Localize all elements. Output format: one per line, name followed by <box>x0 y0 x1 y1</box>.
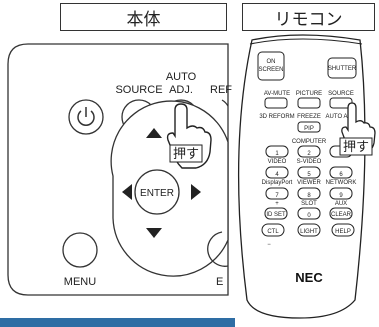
video-label: VIDEO <box>268 159 287 165</box>
main-unit-heading: 本体 <box>60 3 227 31</box>
light-button[interactable]: LIGHT <box>297 223 321 237</box>
key-2-button[interactable]: 2 <box>297 145 321 158</box>
auto-adj-remote-label: AUTO ADJ. <box>326 114 357 120</box>
key-9-button[interactable]: 9 <box>329 187 353 200</box>
clear-label: CLEAR <box>331 212 352 218</box>
plus-label: + <box>275 201 279 207</box>
footer-bar <box>0 318 235 327</box>
slot-label: SLOT <box>301 201 317 207</box>
key-6-label: 6 <box>339 172 343 178</box>
remote-heading-text: リモコン <box>274 9 343 30</box>
source-remote-label: SOURCE <box>328 91 354 97</box>
key-1-button[interactable]: 1 <box>265 145 289 158</box>
main-unit-heading-text: 本体 <box>126 9 161 30</box>
press-callout-remote-text: 押す <box>343 139 369 154</box>
id-set-label: ID SET <box>266 212 286 218</box>
picture-button[interactable] <box>297 97 321 109</box>
menu-label: MENU <box>64 276 96 288</box>
av-mute-label: AV-MUTE <box>264 91 290 97</box>
s-video-label: S-VIDEO <box>297 159 322 165</box>
key-8-button[interactable]: 8 <box>297 187 321 200</box>
arrow-up-icon[interactable] <box>146 128 162 138</box>
key-6-button[interactable]: 6 <box>329 166 353 179</box>
arrow-left-icon[interactable] <box>122 184 132 200</box>
source-label: SOURCE <box>115 84 162 96</box>
key-4-label: 4 <box>275 172 279 178</box>
freeze-label: FREEZE <box>297 114 321 120</box>
shutter-label: SHUTTER <box>328 66 357 72</box>
viewer-label: VIEWER <box>297 180 321 186</box>
minus-label: − <box>267 242 271 248</box>
power-button[interactable] <box>68 99 104 135</box>
key-2-label: 2 <box>307 151 311 157</box>
pip-button[interactable] <box>297 121 321 133</box>
key-7-label: 7 <box>275 193 279 199</box>
key-0-label: 0 <box>307 213 311 219</box>
menu-button[interactable] <box>62 232 98 268</box>
help-button[interactable]: HELP <box>331 223 355 237</box>
computer-label: COMPUTER <box>292 139 327 145</box>
id-set-button[interactable]: ID SET <box>264 207 288 220</box>
press-callout-text: 押す <box>173 146 199 161</box>
displayport-label: DisplayPort <box>262 180 293 186</box>
key-8-label: 8 <box>307 193 311 199</box>
enter-label: ENTER <box>140 188 174 199</box>
reform-label: 3D REFORM <box>259 114 294 120</box>
ctl-button[interactable]: CTL <box>261 223 285 237</box>
on-screen-button[interactable]: ON SCREEN <box>257 51 285 81</box>
clear-button[interactable]: CLEAR <box>329 207 353 220</box>
remote-heading: リモコン <box>242 3 375 31</box>
shutter-button[interactable]: SHUTTER <box>327 57 357 79</box>
key-0-button[interactable]: 0 <box>297 207 321 220</box>
remote-panel: ON SCREEN SHUTTER AV-MUTE PICTURE SOURCE… <box>237 34 376 319</box>
aux-label: AUX <box>335 201 347 207</box>
number-keypad: 123456789 <box>265 145 353 200</box>
brand-logo: NEC <box>295 270 323 285</box>
key-9-label: 9 <box>339 193 343 199</box>
network-label: NETWORK <box>326 180 357 186</box>
press-callout <box>169 144 203 163</box>
light-label: LIGHT <box>300 229 318 235</box>
arrow-down-icon[interactable] <box>146 228 162 238</box>
on-label: ON <box>267 59 276 65</box>
picture-label: PICTURE <box>296 91 322 97</box>
main-unit-panel: SOURCE AUTO ADJ. REF ENTER MENU E <box>7 43 232 296</box>
av-mute-button[interactable] <box>264 97 288 109</box>
key-7-button[interactable]: 7 <box>265 187 289 200</box>
help-label: HELP <box>335 229 351 235</box>
press-callout-remote <box>339 137 373 156</box>
enter-button[interactable]: ENTER <box>134 169 180 215</box>
ctl-label: CTL <box>267 229 279 235</box>
screen-label: SCREEN <box>258 67 283 73</box>
ref-label-partial: REF <box>210 84 232 96</box>
exit-label-partial: E <box>216 276 223 288</box>
auto-label-line1: AUTO <box>166 71 197 83</box>
key-5-button[interactable]: 5 <box>297 166 321 179</box>
arrow-right-icon[interactable] <box>191 184 201 200</box>
navigation-pad: ENTER <box>110 100 229 277</box>
power-icon <box>77 110 95 126</box>
key-1-label: 1 <box>275 151 279 157</box>
auto-label-line2: ADJ. <box>169 84 193 96</box>
pip-label: PIP <box>304 126 314 132</box>
key-4-button[interactable]: 4 <box>265 166 289 179</box>
key-5-label: 5 <box>307 172 311 178</box>
